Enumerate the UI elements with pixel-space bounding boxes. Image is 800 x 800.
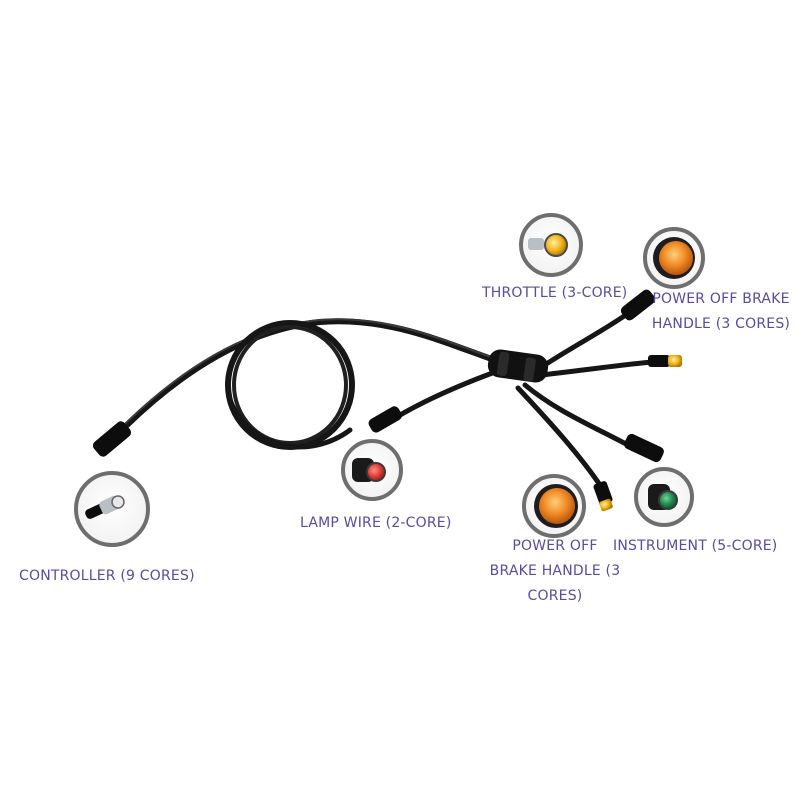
power-off-brake-bottom-bubble [522,474,586,538]
instrument-label: INSTRUMENT (5-CORE) [613,538,778,554]
throttle-connector-bubble [519,213,583,277]
power-off-brake-bottom-line-1: POWER OFF [512,538,598,554]
power-off-brake-top-bubble [643,227,705,289]
cable-end-connectors [92,289,682,512]
lamp-connector-bubble [341,439,403,501]
branch-cables [392,309,655,491]
splitter-hub [487,349,549,383]
throttle-label: THROTTLE (3-CORE) [482,285,628,301]
power-off-brake-top-label: POWER OFF BRAKE HANDLE (3 CORES) [650,287,792,337]
power-off-brake-bottom-label: POWER OFF BRAKE HANDLE (3 CORES) [488,534,622,609]
controller-label: CONTROLLER (9 CORES) [19,568,195,584]
controller-connector-bubble [74,471,150,547]
main-cable [109,318,503,450]
lamp-wire-label: LAMP WIRE (2-CORE) [300,515,452,531]
power-off-brake-bottom-line-2: BRAKE HANDLE (3 [489,563,621,579]
instrument-connector-bubble [634,467,694,527]
power-off-brake-top-line-1: POWER OFF BRAKE [652,291,790,307]
power-off-brake-bottom-line-3: CORES) [527,588,583,604]
power-off-brake-top-line-2: HANDLE (3 CORES) [651,316,791,332]
